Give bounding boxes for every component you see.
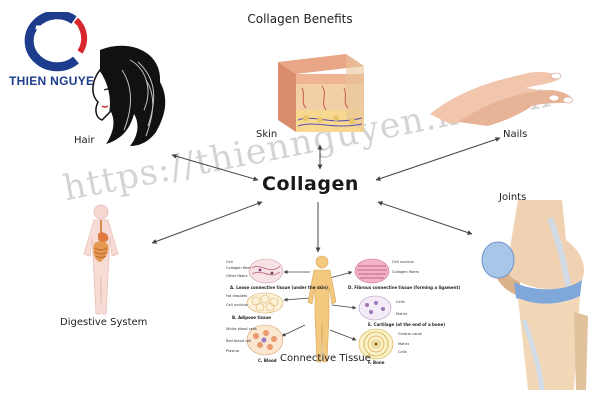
center-node-collagen: Collagen bbox=[262, 173, 359, 195]
knee-joint-illustration bbox=[481, 200, 588, 390]
tissue-c-item-1: Red blood cell bbox=[226, 339, 252, 343]
tissue-e-item-1: Matrix bbox=[396, 312, 408, 316]
tissue-a-caption: A. Loose connective tissue (under the sk… bbox=[230, 285, 328, 290]
tissue-b-caption: B. Adipose tissue bbox=[232, 315, 271, 320]
tissue-f-caption: F. Bone bbox=[368, 360, 385, 365]
node-label-nails: Nails bbox=[503, 129, 528, 140]
tissue-b-item-1: Cell nucleus bbox=[226, 303, 248, 307]
arrow-nails bbox=[375, 137, 501, 181]
tissue-e-item-0: Cells bbox=[396, 300, 405, 304]
brand-logo-icon bbox=[24, 12, 88, 72]
node-label-hair: Hair bbox=[74, 135, 95, 146]
skin-illustration bbox=[278, 54, 364, 132]
tissue-c-caption: C. Blood bbox=[258, 358, 277, 363]
tissue-e-caption: E. Cartilage (at the end of a bone) bbox=[368, 322, 446, 327]
arrow-hair bbox=[171, 153, 259, 182]
tissue-d-item-0: Cell nucleus bbox=[392, 260, 414, 264]
tissue-e-image bbox=[358, 295, 392, 321]
tissue-a-item-1: Collagen fiber bbox=[226, 266, 252, 270]
node-label-connective: Connective Tissue bbox=[280, 353, 371, 364]
tissue-b-image bbox=[246, 292, 284, 314]
node-label-digestive: Digestive System bbox=[60, 317, 148, 328]
tissue-a-image bbox=[248, 258, 284, 284]
tissue-d-caption: D. Fibrous connective tissue (forming a … bbox=[348, 285, 461, 290]
tissue-a-item-2: Other fibers bbox=[226, 274, 248, 278]
human-figure-illustration bbox=[307, 255, 337, 363]
brand-name: THIEN NGUYEN bbox=[9, 74, 104, 88]
brand-logo-text: TN bbox=[33, 19, 77, 57]
tissue-f-item-1: Matrix bbox=[398, 342, 410, 346]
tissue-f-item-0: Central canal bbox=[398, 332, 422, 336]
tissue-c-item-0: White blood cells bbox=[226, 327, 257, 331]
tissue-a-item-0: Cell bbox=[226, 260, 233, 264]
tissue-b-item-0: Fat droplets bbox=[226, 294, 248, 298]
hair-illustration bbox=[92, 45, 166, 147]
tissue-f-item-2: Cells bbox=[398, 350, 407, 354]
node-label-joints: Joints bbox=[499, 192, 527, 203]
tissue-d-item-1: Collagen fibers bbox=[392, 270, 419, 274]
diagram-title: Collagen Benefits bbox=[247, 12, 353, 26]
node-label-skin: Skin bbox=[256, 129, 278, 140]
tissue-d-image bbox=[354, 258, 390, 284]
tissue-f-image bbox=[358, 328, 394, 360]
tissue-c-image bbox=[246, 324, 284, 356]
nails-illustration bbox=[430, 71, 574, 126]
digestive-system-illustration bbox=[83, 204, 119, 315]
tissue-c-item-2: Plasma bbox=[226, 349, 239, 353]
arrow-digestive bbox=[151, 201, 263, 244]
arrow-joints bbox=[377, 201, 473, 235]
